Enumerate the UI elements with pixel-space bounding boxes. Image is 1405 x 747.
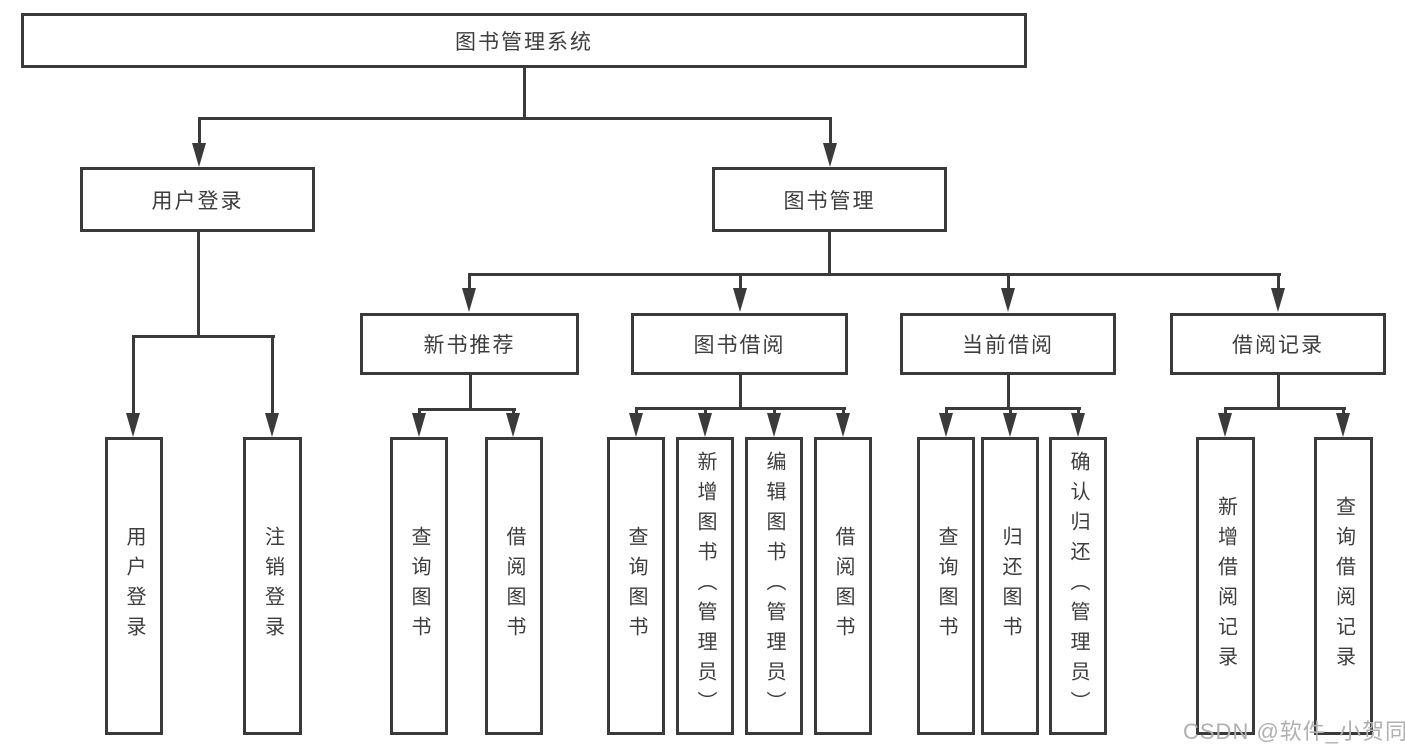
arrowhead-down-icon [462, 288, 476, 312]
csdn-watermark: CSDN @软件_小贺同学 [1183, 719, 1405, 744]
arrowhead-down-icon [939, 413, 953, 437]
node-current-query-books: 查询图书 [917, 437, 975, 735]
connector-vline [1277, 375, 1280, 407]
connector-hline [198, 117, 831, 120]
arrowhead-down-icon [506, 413, 520, 437]
node-return-books: 归还图书 [981, 437, 1039, 735]
arrowhead-down-icon [265, 413, 279, 437]
connector-hline [468, 273, 1281, 276]
node-confirm-return-admin: 确认归还（管理员） [1049, 437, 1107, 735]
connector-vline [739, 375, 742, 407]
arrowhead-down-icon [192, 143, 206, 167]
node-user-login: 用户登录 [80, 167, 315, 232]
arrowhead-down-icon [733, 288, 747, 312]
connector-hline [635, 407, 846, 410]
connector-vline [468, 273, 471, 295]
node-add-books-admin: 新增图书（管理员） [676, 437, 734, 735]
arrowhead-down-icon [1271, 288, 1285, 312]
node-user-login-leaf: 用户登录 [105, 437, 163, 735]
connector-hline [1224, 407, 1346, 410]
connector-hline [945, 407, 1081, 410]
arrowhead-down-icon [767, 413, 781, 437]
arrowhead-down-icon [698, 413, 712, 437]
connector-vline [739, 273, 742, 295]
arrowhead-down-icon [629, 413, 643, 437]
arrowhead-down-icon [1336, 413, 1350, 437]
connector-vline [1007, 273, 1010, 295]
arrowhead-down-icon [823, 143, 837, 167]
node-library-management-system: 图书管理系统 [21, 13, 1027, 68]
arrowhead-down-icon [1071, 413, 1085, 437]
node-book-borrowing: 图书借阅 [631, 313, 848, 375]
arrowhead-down-icon [1218, 413, 1232, 437]
connector-vline [1007, 375, 1010, 407]
node-recommend-query-books: 查询图书 [390, 437, 448, 735]
arrowhead-down-icon [1001, 288, 1015, 312]
node-recommend-borrow-books: 借阅图书 [485, 437, 543, 735]
arrowhead-down-icon [126, 413, 140, 437]
node-add-borrow-record: 新增借阅记录 [1196, 437, 1255, 735]
node-borrow-books: 借阅图书 [814, 437, 872, 735]
node-query-borrow-record: 查询借阅记录 [1314, 437, 1373, 735]
connector-vline [198, 117, 201, 147]
node-edit-books-admin: 编辑图书（管理员） [745, 437, 803, 735]
arrowhead-down-icon [412, 413, 426, 437]
connector-hline [132, 335, 275, 338]
connector-vline [469, 375, 472, 408]
connector-vline [829, 117, 832, 147]
node-borrowing-query-books: 查询图书 [607, 437, 665, 735]
node-borrowing-records: 借阅记录 [1170, 313, 1386, 375]
connector-vline [1277, 273, 1280, 295]
node-current-borrowing: 当前借阅 [900, 313, 1116, 375]
node-book-management: 图书管理 [712, 167, 947, 232]
connector-vline [197, 232, 200, 335]
connector-hline [418, 408, 516, 411]
connector-vline [523, 68, 526, 117]
node-new-book-recommend: 新书推荐 [360, 313, 579, 375]
arrowhead-down-icon [836, 413, 850, 437]
connector-vline [828, 232, 831, 273]
connector-vline [271, 335, 274, 420]
arrowhead-down-icon [1003, 413, 1017, 437]
node-logout-login: 注销登录 [243, 437, 302, 735]
connector-vline [132, 335, 135, 420]
